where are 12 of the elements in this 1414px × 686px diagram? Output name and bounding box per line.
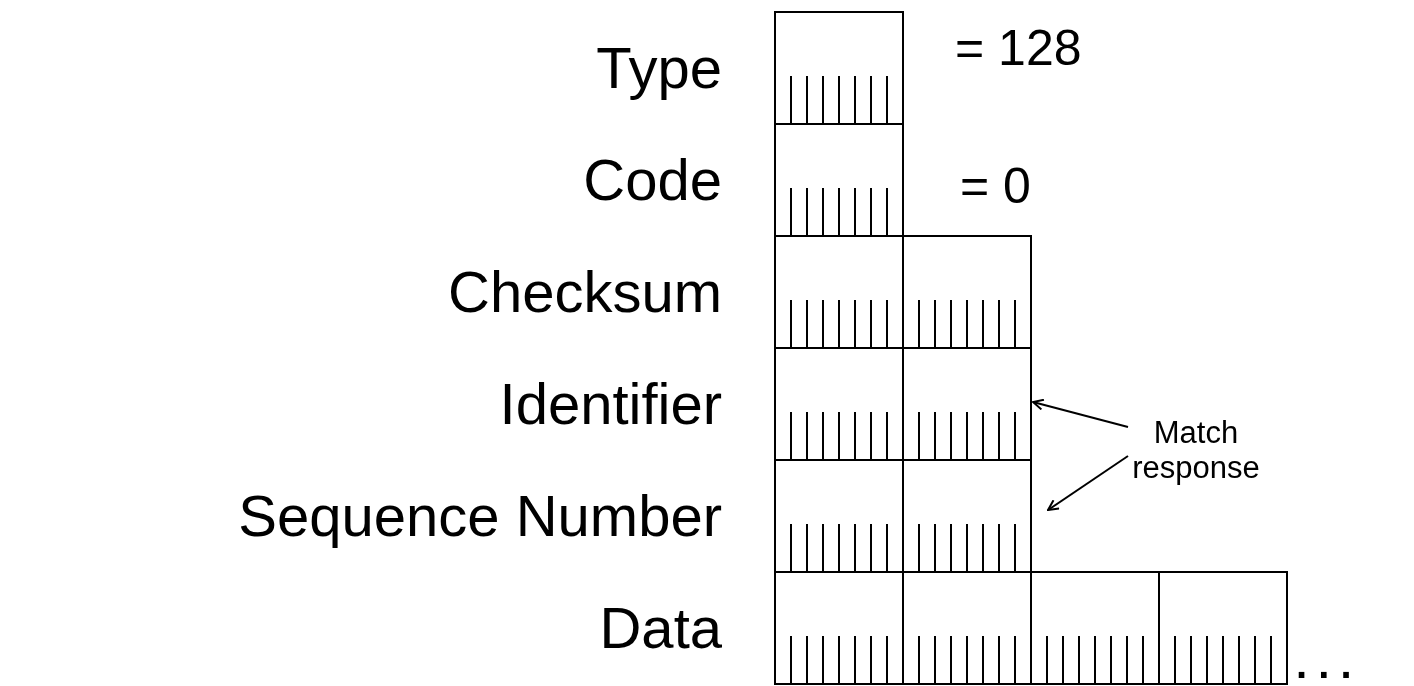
- field-drawing: [774, 347, 1032, 461]
- leader-arrow: [1047, 455, 1129, 511]
- field-name: Data: [599, 599, 722, 657]
- field-name: Identifier: [499, 375, 722, 433]
- field-name: Code: [583, 151, 722, 209]
- field-value: = 128: [955, 23, 1082, 73]
- callout-text: Match response: [1126, 415, 1266, 485]
- field-value: = 0: [960, 161, 1031, 211]
- leader-arrow: [1032, 398, 1129, 428]
- field-drawing: [774, 459, 1032, 573]
- ellipsis-text: . . .: [1296, 644, 1352, 684]
- field-name: Checksum: [448, 263, 722, 321]
